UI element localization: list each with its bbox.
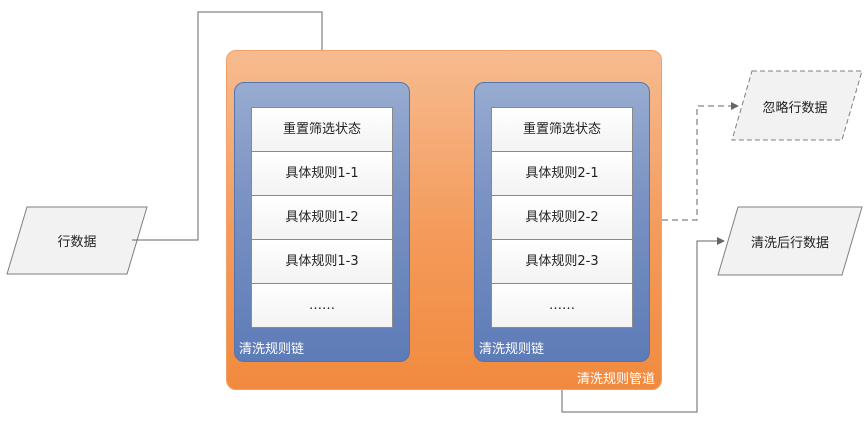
- cleaned-output-label: 清洗后行数据: [750, 236, 829, 251]
- rule-item: ……: [491, 284, 633, 328]
- input-shape: [6, 206, 148, 275]
- rule-item: 重置筛选状态: [251, 107, 393, 152]
- chain-label: 清洗规则链: [239, 342, 305, 357]
- connector-to-cleaned: [561, 237, 725, 413]
- chain-label: 清洗规则链: [479, 342, 545, 357]
- rule-chain-2: 重置筛选状态 具体规则2-1 具体规则2-2 具体规则2-3 …… 清洗规则链: [474, 82, 650, 362]
- ignored-output-shape: [731, 70, 863, 141]
- cleaned-output-shape: [717, 206, 863, 276]
- ignored-output-label: 忽略行数据: [762, 101, 828, 116]
- rule-chain-1: 重置筛选状态 具体规则1-1 具体规则1-2 具体规则1-3 …… 清洗规则链: [234, 82, 410, 362]
- rule-item: 重置筛选状态: [491, 107, 633, 152]
- pipeline-label: 清洗规则管道: [576, 372, 655, 387]
- input-label: 行数据: [57, 235, 97, 250]
- rule-item: 具体规则2-2: [491, 196, 633, 240]
- connector-to-ignored: [662, 102, 739, 221]
- rule-list: 重置筛选状态 具体规则2-1 具体规则2-2 具体规则2-3 ……: [491, 107, 633, 328]
- connector-input-to-chain1: [132, 11, 326, 241]
- rule-item: 具体规则1-2: [251, 196, 393, 240]
- rule-list: 重置筛选状态 具体规则1-1 具体规则1-2 具体规则1-3 ……: [251, 107, 393, 328]
- rule-item: 具体规则2-3: [491, 240, 633, 284]
- rule-item: ……: [251, 284, 393, 328]
- rule-item: 具体规则1-3: [251, 240, 393, 284]
- rule-item: 具体规则1-1: [251, 152, 393, 196]
- rule-item: 具体规则2-1: [491, 152, 633, 196]
